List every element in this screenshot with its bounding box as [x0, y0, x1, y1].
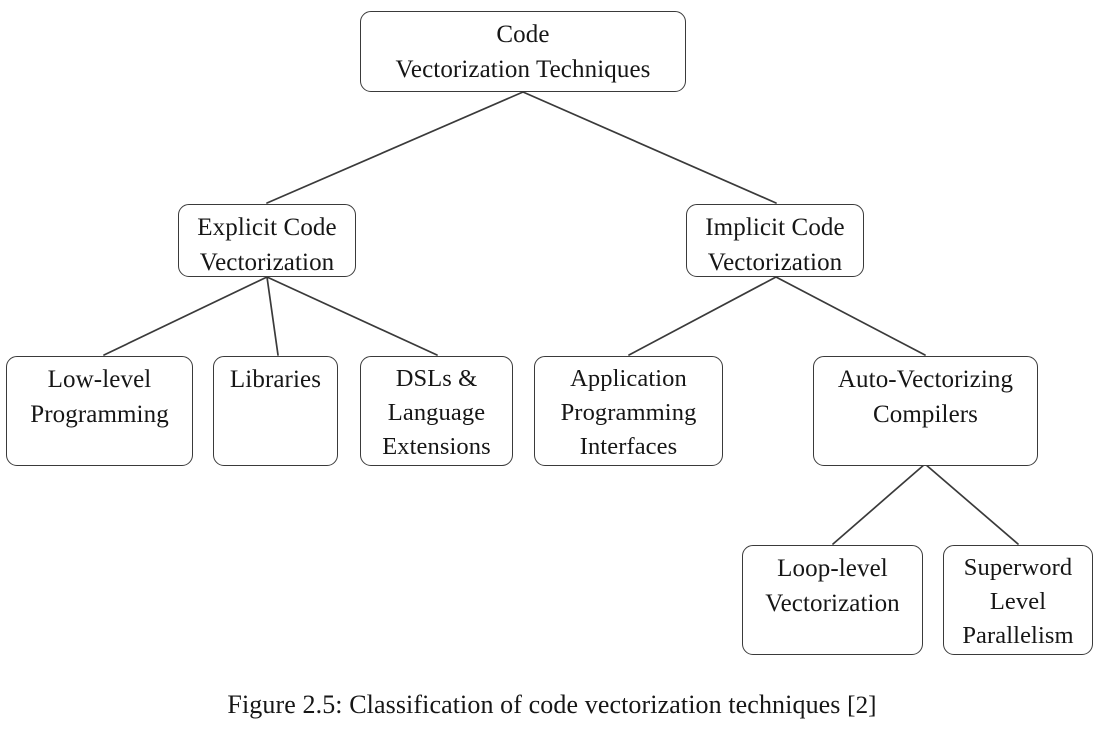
edge-auto-vectorizing-to-loop-level: [832, 463, 926, 545]
edge-explicit-to-dsls: [266, 276, 438, 356]
node-line: Parallelism: [962, 622, 1074, 649]
node-application-programming-interfaces[interactable]: Application Programming Interfaces: [534, 356, 723, 466]
node-line: Compilers: [872, 401, 979, 428]
figure-citation: [2]: [847, 692, 877, 719]
node-line: Programming: [560, 399, 697, 426]
node-explicit-code-vectorization[interactable]: Explicit Code Vectorization: [178, 204, 356, 277]
node-dsls-and-language-extensions[interactable]: DSLs & Language Extensions: [360, 356, 513, 466]
figure-caption: Figure 2.5: Classification of code vecto…: [0, 688, 1104, 723]
node-implicit-code-vectorization[interactable]: Implicit Code Vectorization: [686, 204, 864, 277]
node-line: Language: [387, 399, 486, 426]
node-line: Vectorization: [199, 249, 335, 276]
node-loop-level-vectorization[interactable]: Loop-level Vectorization: [742, 545, 923, 655]
edge-root-to-implicit: [522, 91, 777, 204]
node-line: Level: [989, 588, 1047, 615]
edge-explicit-to-low-level: [103, 276, 268, 356]
node-line: Loop-level: [777, 555, 888, 582]
node-code-vectorization-techniques[interactable]: Code Vectorization Techniques: [360, 11, 686, 92]
node-libraries[interactable]: Libraries: [213, 356, 338, 466]
edge-implicit-to-auto-vectorizing: [775, 276, 926, 356]
node-line: Auto-Vectorizing: [837, 366, 1014, 393]
figure-caption-text: Figure 2.5: Classification of code vecto…: [227, 690, 841, 719]
node-line: Interfaces: [579, 433, 678, 460]
node-line: Superword: [963, 554, 1073, 581]
node-line: Vectorization: [765, 590, 900, 617]
edge-root-to-explicit: [266, 91, 524, 204]
node-line: Application: [570, 365, 687, 392]
node-superword-level-parallelism[interactable]: Superword Level Parallelism: [943, 545, 1093, 655]
node-line: Libraries: [229, 366, 322, 393]
node-line: Vectorization Techniques: [395, 56, 651, 83]
node-line: Low-level: [47, 366, 152, 393]
node-line: Implicit Code: [705, 214, 845, 241]
node-auto-vectorizing-compilers[interactable]: Auto-Vectorizing Compilers: [813, 356, 1038, 466]
node-line: Vectorization: [707, 249, 843, 276]
node-line: Code: [496, 21, 550, 48]
edge-implicit-to-apis: [628, 276, 777, 356]
node-line: Explicit Code: [197, 214, 337, 241]
edge-explicit-to-libraries: [266, 276, 279, 356]
node-line: Extensions: [382, 433, 491, 460]
node-line: Programming: [30, 401, 169, 428]
node-line: DSLs &: [395, 365, 478, 392]
node-low-level-programming[interactable]: Low-level Programming: [6, 356, 193, 466]
edge-auto-vectorizing-to-superword: [924, 463, 1019, 545]
